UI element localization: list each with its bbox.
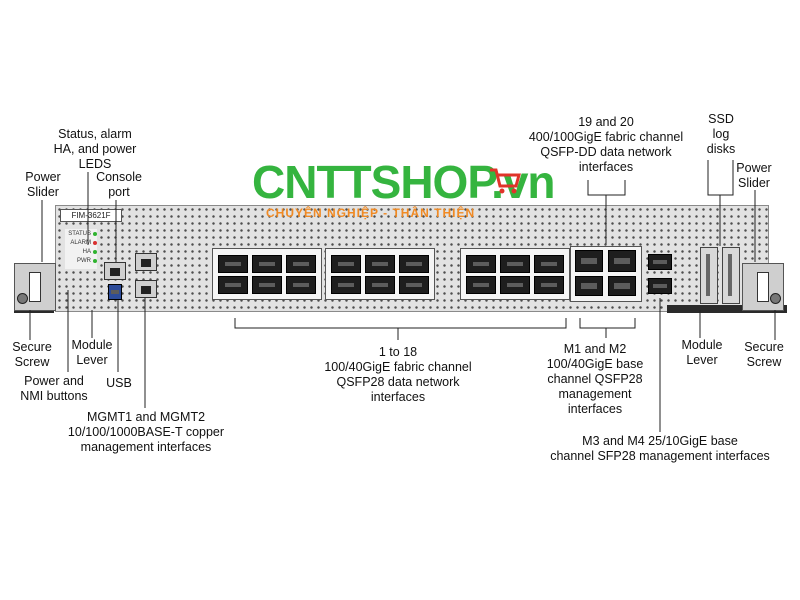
mgmt1-port[interactable] <box>135 253 157 271</box>
status-led-panel: STATUS ALARM HA PWR <box>65 229 97 269</box>
callout-fabric-1-18: 1 to 18 100/40GigE fabric channel QSFP28… <box>324 345 472 404</box>
m4-port[interactable] <box>648 278 672 294</box>
module-lever-left[interactable] <box>14 263 56 311</box>
qsfp28-port[interactable] <box>252 276 282 294</box>
alarm-led: ALARM <box>65 238 97 247</box>
ssd-disk-1[interactable] <box>700 247 718 304</box>
qsfp28-port[interactable] <box>218 276 248 294</box>
m2-port[interactable] <box>608 276 636 296</box>
secure-screw-left-icon <box>17 293 28 304</box>
qsfp28-port[interactable] <box>252 255 282 273</box>
qsfp28-port[interactable] <box>286 255 316 273</box>
usb-port[interactable] <box>108 284 122 300</box>
callout-power-slider-right: Power Slider <box>736 161 772 190</box>
callout-module-lever-right: Module Lever <box>681 338 723 367</box>
qsfp28-port[interactable] <box>466 276 496 294</box>
console-port[interactable] <box>104 262 126 280</box>
callout-m3-m4: M3 and M4 25/10GigE base channel SFP28 m… <box>550 434 770 463</box>
qsfp28-port[interactable] <box>331 276 361 294</box>
qsfp-dd-port-19[interactable] <box>575 250 603 272</box>
callout-ssd: SSD log disks <box>706 112 736 156</box>
cnttshop-watermark: CNTTSHOP.vn CHUYÊN NGHIỆP - THÂN THIỆN <box>252 156 556 220</box>
callout-power-nmi: Power and NMI buttons <box>20 374 88 403</box>
power-led: PWR <box>65 256 97 265</box>
ha-led: HA <box>65 247 97 256</box>
callout-m1-m2: M1 and M2 100/40GigE base channel QSFP28… <box>546 342 644 416</box>
watermark-tagline: CHUYÊN NGHIỆP - THÂN THIỆN <box>266 206 476 220</box>
power-slider-left[interactable] <box>29 272 41 302</box>
qsfp28-port[interactable] <box>399 255 429 273</box>
rail-right <box>667 305 787 313</box>
qsfp28-port[interactable] <box>365 276 395 294</box>
qsfp28-port[interactable] <box>466 255 496 273</box>
callout-mgmt: MGMT1 and MGMT2 10/100/1000BASE-T copper… <box>67 410 225 454</box>
callout-power-slider-left: Power Slider <box>25 170 61 199</box>
module-lever-right[interactable] <box>742 263 784 311</box>
qsfp28-port[interactable] <box>534 276 564 294</box>
ssd-disk-2[interactable] <box>722 247 740 304</box>
qsfp28-port[interactable] <box>286 276 316 294</box>
callout-status-leds: Status, alarm HA, and power LEDS <box>53 127 137 171</box>
watermark-main-text: CNTTSHOP.vn <box>252 156 556 208</box>
qsfp28-port[interactable] <box>331 255 361 273</box>
qsfp28-port[interactable] <box>399 276 429 294</box>
qsfp28-port[interactable] <box>534 255 564 273</box>
qsfp28-port[interactable] <box>218 255 248 273</box>
qsfp-dd-port-20[interactable] <box>608 250 636 272</box>
callout-module-lever-left: Module Lever <box>71 338 113 367</box>
secure-screw-right-icon <box>770 293 781 304</box>
power-slider-right[interactable] <box>757 272 769 302</box>
callout-console-port: Console port <box>96 170 142 199</box>
shopping-cart-icon <box>490 168 521 194</box>
m3-port[interactable] <box>648 254 672 270</box>
callout-secure-screw-right: Secure Screw <box>744 340 784 369</box>
status-led: STATUS <box>65 229 97 238</box>
qsfp28-port[interactable] <box>500 255 530 273</box>
qsfp28-port[interactable] <box>500 276 530 294</box>
qsfp28-port[interactable] <box>365 255 395 273</box>
callout-usb: USB <box>106 376 132 390</box>
mgmt2-port[interactable] <box>135 280 157 298</box>
m1-port[interactable] <box>575 276 603 296</box>
callout-secure-screw-left: Secure Screw <box>12 340 52 369</box>
callout-fabric-19-20: 19 and 20 400/100GigE fabric channel QSF… <box>528 115 684 174</box>
model-label: FIM-3621F <box>60 209 122 222</box>
